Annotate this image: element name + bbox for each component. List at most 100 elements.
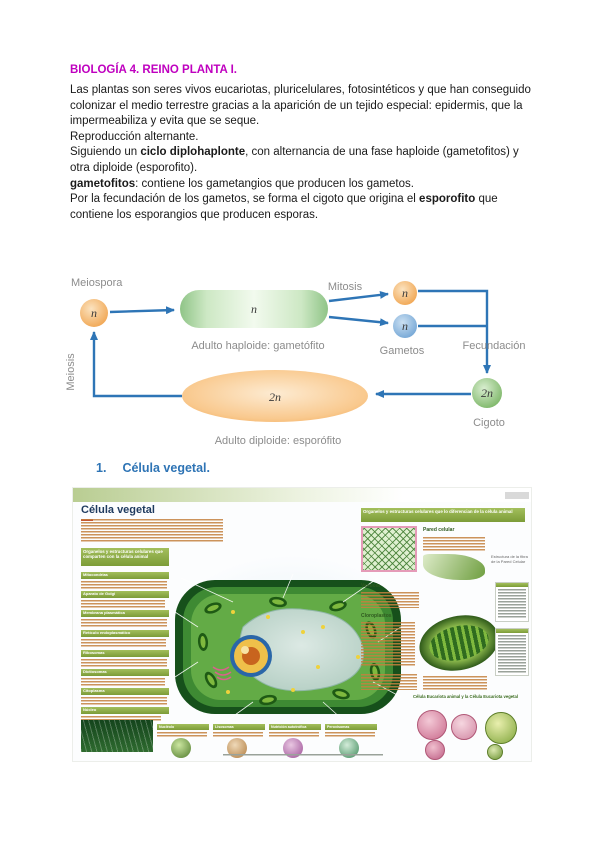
lisosomas-image: [227, 738, 247, 758]
label-meiospora: Meiospora: [71, 277, 123, 289]
label-adulto-haploide: Adulto haploide: gametófito: [191, 340, 324, 352]
left-section-header: Ribosomas: [81, 650, 169, 657]
nucleolo-image: [171, 738, 191, 758]
arrow-mitosis-upper: [328, 290, 389, 303]
left-section-text: [81, 600, 165, 608]
text-run-bold: ciclo diplohaplonte: [140, 146, 246, 159]
label-cigoto: Cigoto: [473, 417, 505, 429]
heading-number: 1.: [96, 461, 107, 475]
bottom-item-header: Nucléolo: [157, 724, 209, 730]
text-run: Por la fecundación de los gametos, se fo…: [70, 193, 420, 206]
meiospora-circle: [80, 299, 108, 327]
poster-header-left: Organelos y estructuras celulares que co…: [81, 548, 169, 566]
arrow-meiosis: [90, 331, 182, 398]
paragraph-intro: Las plantas son seres vivos eucariotas, …: [70, 84, 531, 128]
section-heading-celula-vegetal: 1. Célula vegetal.: [96, 461, 210, 475]
vesicle-dots: [226, 610, 360, 694]
cloroplastos-text: [361, 622, 415, 666]
golgi-shape: [212, 666, 232, 681]
left-section-header: Dictiosomas: [81, 669, 169, 676]
peroxisomas-image: [339, 738, 359, 758]
document-text-block: BIOLOGÍA 4. REINO PLANTA I. Las plantas …: [70, 64, 532, 223]
arrow-fecundacion: [418, 289, 491, 374]
bottom-item-header: Nutrición autotrófica: [269, 724, 321, 730]
cloroplastos-label: Cloroplastos: [361, 613, 392, 619]
left-section-text: [81, 716, 161, 722]
label-mitosis: Mitosis: [328, 281, 363, 293]
text-run-bold: gametofitos: [70, 177, 136, 190]
plant-cell-svg: [174, 573, 402, 721]
cloroplastos-text-2: [361, 674, 417, 690]
vacuola-text: [361, 592, 419, 608]
animal-cell-image-2: [451, 714, 477, 740]
comparison-header: Célula Eucariota animal y la Célula Euca…: [413, 694, 518, 699]
ploidy-gameto-2: n: [402, 319, 408, 333]
text-run: : contiene los gametangios que producen …: [135, 177, 414, 190]
left-section-text: [81, 619, 167, 628]
life-cycle-svg: Meiospora Mitosis Gametos Fecundación Ci…: [65, 277, 526, 447]
paragraph-gametofitos: gametofitos: contiene los gametangios qu…: [70, 177, 532, 193]
pared-celular-text: [423, 537, 485, 551]
left-section-text: [81, 678, 165, 686]
nutricion-autotrofica-image: [283, 738, 303, 758]
pared-celular-label: Pared celular: [423, 527, 455, 533]
doc-title: BIOLOGÍA 4. REINO PLANTA I.: [70, 64, 237, 76]
gametofito-pill: [180, 290, 328, 328]
poster-intro-text-lines: [81, 519, 223, 543]
poster-logo: [505, 492, 529, 499]
bottom-item-text: [325, 732, 375, 737]
label-adulto-diploide: Adulto diploide: esporófito: [215, 435, 342, 447]
left-section-header: Aparato de Golgi: [81, 591, 169, 598]
paragraph-ciclo: Siguiendo un ciclo diplohaplonte, con al…: [70, 145, 532, 176]
vegetal-cell-image-2: [487, 744, 503, 760]
text-run: Siguiendo un: [70, 146, 141, 159]
chloroplast-image: [414, 608, 504, 678]
life-cycle-diagram: Meiospora Mitosis Gametos Fecundación Ci…: [62, 260, 532, 458]
left-section-text: [81, 697, 167, 705]
left-section-header: Citoplasma: [81, 688, 169, 695]
ploidy-gameto-1: n: [402, 286, 408, 300]
gameto-circle-blue: [393, 314, 417, 338]
heading-text: Célula vegetal.: [122, 461, 210, 475]
ploidy-meiospora: n: [91, 306, 97, 320]
left-section-header: Retículo endoplasmático: [81, 630, 169, 637]
paragraph-esporofito: Por la fecundación de los gametos, se fo…: [70, 192, 532, 223]
bottom-item-header: Peroxisomas: [325, 724, 377, 730]
ploidy-esporofito: 2n: [269, 390, 281, 404]
label-meiosis: Meiosis: [65, 353, 77, 391]
cloroplastos-text-3: [423, 676, 487, 690]
left-section-header: Membrana plasmática: [81, 610, 169, 617]
text-run: que contiene los esporangios que produce…: [70, 193, 498, 221]
text-run-bold: esporofito: [419, 193, 476, 206]
poster-title: Célula vegetal: [81, 504, 155, 516]
cell-wall-fiber-image: [423, 554, 485, 580]
bottom-item-text: [213, 732, 263, 737]
animal-cell-image-3: [425, 740, 445, 760]
left-section-text: [81, 659, 167, 667]
gameto-circle-orange: [393, 281, 417, 305]
arrow-meiospora-to-gametofito: [109, 306, 175, 315]
esporofito-ellipse: [182, 370, 368, 422]
left-section-header: Mitocondrias: [81, 572, 169, 579]
cell-wall-grid-image: [361, 526, 417, 572]
poster-top-banner: [73, 488, 531, 502]
poster-footer-line: [223, 754, 383, 757]
right-side-box-1: [495, 582, 529, 622]
left-section-header: Núcleo: [81, 707, 169, 714]
cigoto-circle: [472, 378, 502, 408]
vegetal-cell-image: [485, 712, 517, 744]
text-run: , con alternancia de una fase haploide (…: [70, 146, 519, 174]
label-gametos: Gametos: [380, 345, 425, 357]
ploidy-cigoto: 2n: [481, 386, 493, 400]
bottom-item-text: [157, 732, 207, 737]
left-section-text: [81, 581, 167, 589]
paragraph-reproduccion: Reproducción alternante.: [70, 130, 199, 143]
leader-lines: [174, 573, 402, 721]
vacuola-label: Vacuola: [361, 583, 380, 589]
ploidy-gametofito: n: [251, 302, 257, 316]
celula-vegetal-infographic: Célula vegetal Organelos y estructuras c…: [72, 487, 532, 762]
label-fecundacion: Fecundación: [463, 340, 526, 352]
animal-cell-image-1: [417, 710, 447, 740]
fibra-label: Estructura de la fibra de la Pared Celul…: [491, 554, 528, 564]
